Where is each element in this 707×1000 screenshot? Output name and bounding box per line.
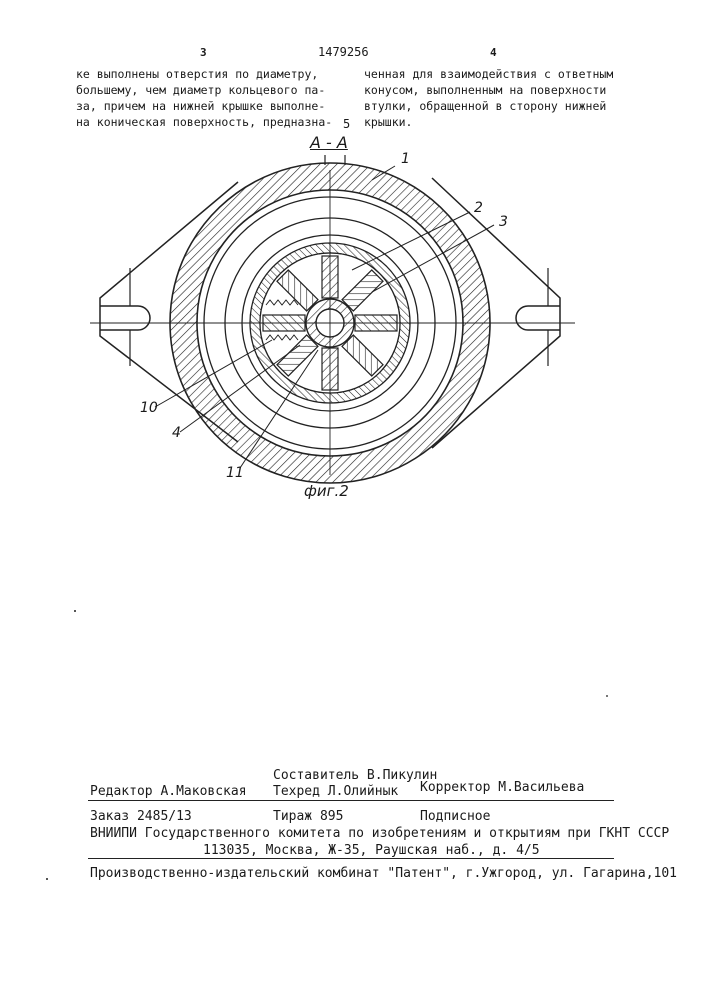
editor: Редактор А.Маковская — [90, 783, 247, 800]
callout-3: 3 — [499, 214, 508, 230]
org-line: ВНИИПИ Государственного комитета по изоб… — [90, 825, 669, 842]
techred: Техред Л.Олийнык — [273, 783, 398, 800]
circulation: Тираж 895 — [273, 808, 343, 825]
scan-speck — [46, 878, 48, 880]
mount-slot-right — [516, 306, 560, 330]
callout-10: 10 — [140, 400, 158, 416]
callout-4: 4 — [172, 425, 181, 441]
callout-1: 1 — [401, 151, 410, 167]
callout-11: 11 — [226, 465, 244, 481]
figure-caption: фиг.2 — [304, 482, 349, 500]
order-number: Заказ 2485/13 — [90, 808, 192, 825]
subscription: Подписное — [420, 808, 490, 825]
divider — [88, 858, 614, 859]
callout-2: 2 — [474, 200, 483, 216]
mount-slot-left — [100, 306, 150, 330]
section-label: А - А — [310, 133, 348, 152]
address: 113035, Москва, Ж-35, Раушская наб., д. … — [203, 842, 540, 859]
printer: Производственно-издательский комбинат "П… — [90, 865, 677, 882]
divider — [88, 800, 614, 801]
scan-speck — [74, 610, 76, 612]
scan-speck — [606, 695, 608, 697]
corrector: Корректор М.Васильева — [420, 779, 584, 796]
compiler: Составитель В.Пикулин — [273, 767, 437, 784]
